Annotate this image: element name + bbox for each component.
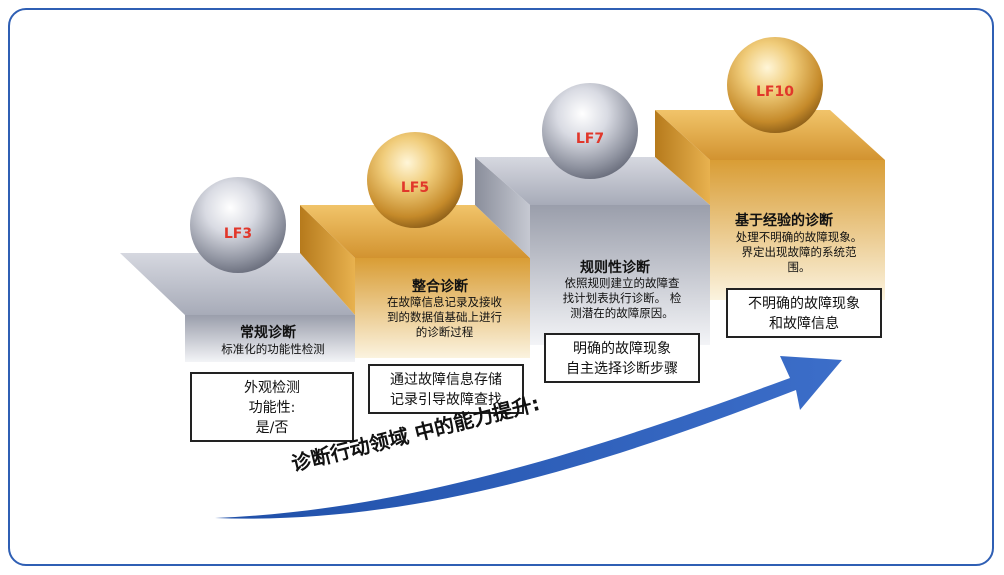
- step-lf3-description: 标准化的功能性检测: [221, 342, 325, 356]
- desc-line: 界定出现故障的系统范: [741, 245, 857, 259]
- desc-line: 找计划表执行诊断。 检: [562, 291, 682, 305]
- badge-lf10: LF10: [756, 84, 794, 100]
- step-lf7-box-line: 明确的故障现象: [573, 341, 671, 357]
- ball-lf3: [190, 177, 286, 273]
- step-lf10-box: 不明确的故障现象 和故障信息: [726, 288, 882, 338]
- step-lf10-box-line: 不明确的故障现象: [748, 296, 860, 312]
- step-lf5-title: 整合诊断: [412, 279, 468, 295]
- desc-line: 到的数据值基础上进行: [387, 310, 502, 324]
- step-lf10-box-line: 和故障信息: [769, 316, 839, 332]
- step-lf7-box-line: 自主选择诊断步骤: [566, 361, 678, 377]
- desc-line: 测潜在的故障原因。: [570, 306, 674, 320]
- step-lf3-block: [120, 253, 355, 362]
- desc-line: 依照规则建立的故障查: [564, 276, 680, 290]
- desc-line: 围。: [787, 260, 811, 274]
- badge-lf3: LF3: [223, 226, 253, 242]
- ball-lf7: [542, 83, 638, 179]
- step-lf5-box-line: 通过故障信息存储: [390, 372, 502, 388]
- desc-line: 处理不明确的故障现象。: [735, 230, 863, 244]
- desc-line: 的诊断过程: [415, 325, 474, 339]
- step-lf7-block: [475, 157, 710, 345]
- step-lf3-box-line: 是/否: [255, 420, 289, 436]
- step-lf3-box: 外观检测 功能性: 是/否: [190, 372, 354, 442]
- step-lf7-title: 规则性诊断: [580, 260, 650, 276]
- step-lf7-description: 依照规则建立的故障查 找计划表执行诊断。 检 测潜在的故障原因。: [538, 276, 706, 321]
- ball-lf5: [367, 132, 463, 228]
- step-lf3-box-line: 功能性:: [248, 400, 296, 416]
- badge-lf7: LF7: [575, 131, 605, 147]
- step-lf3-title: 常规诊断: [240, 325, 296, 341]
- step-lf10-description: 处理不明确的故障现象。 界定出现故障的系统范 围。: [715, 230, 883, 275]
- step-lf3-box-line: 外观检测: [244, 380, 300, 396]
- step-lf10-block: [655, 110, 885, 300]
- step-lf5-box: 通过故障信息存储 记录引导故障查找: [368, 364, 524, 414]
- step-lf7-box: 明确的故障现象 自主选择诊断步骤: [544, 333, 700, 383]
- step-lf5-box-line: 记录引导故障查找: [390, 392, 502, 408]
- ball-lf10: [727, 37, 823, 133]
- desc-line: 在故障信息记录及接收: [387, 295, 502, 309]
- step-lf5-block: [300, 205, 530, 358]
- badge-lf5: LF5: [400, 180, 430, 196]
- step-lf5-description: 在故障信息记录及接收 到的数据值基础上进行 的诊断过程: [362, 295, 527, 340]
- step-lf10-title: 基于经验的诊断: [735, 213, 833, 229]
